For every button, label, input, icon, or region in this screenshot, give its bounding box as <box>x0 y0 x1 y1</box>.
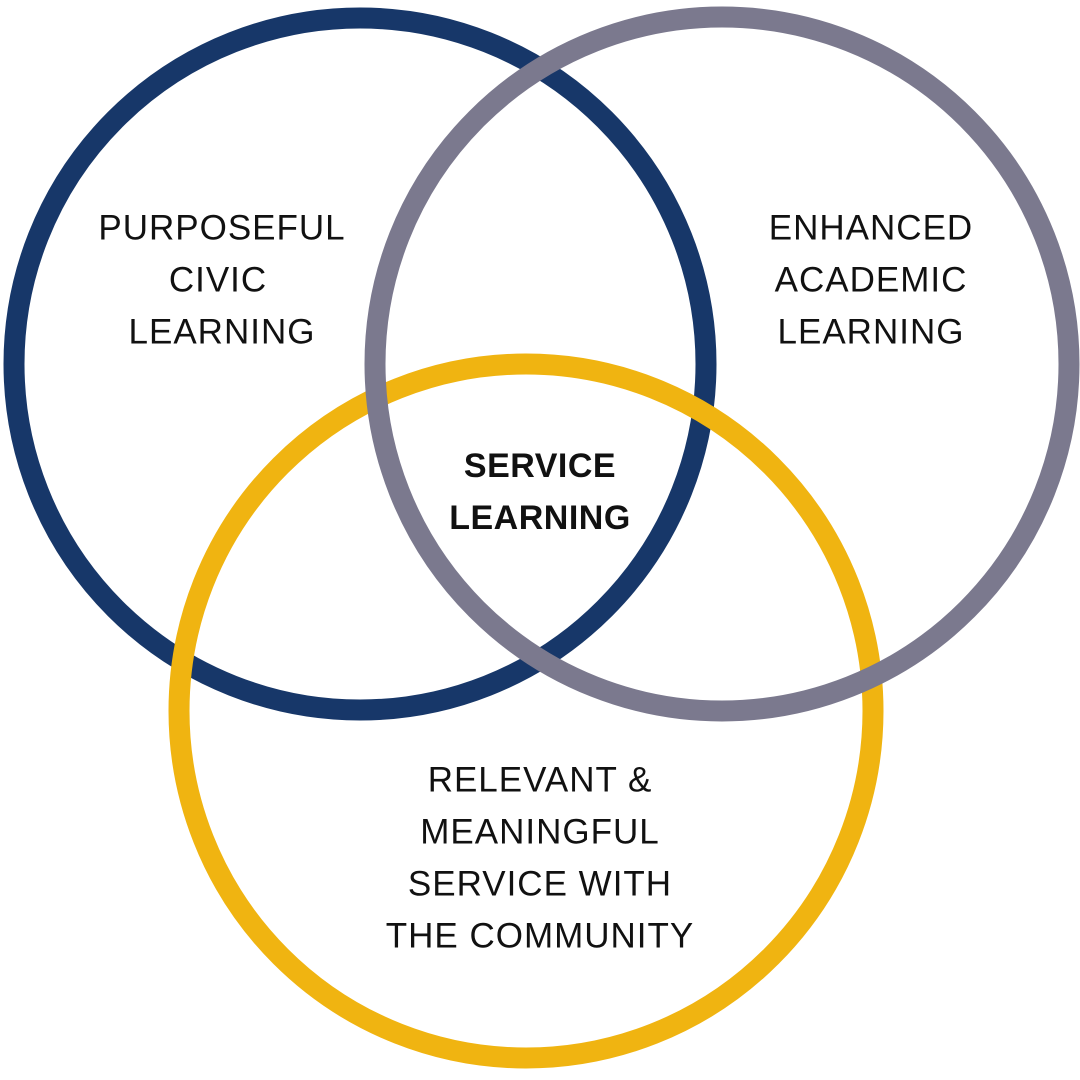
academic-label-line: ACADEMIC <box>775 261 968 300</box>
civic-label-line: CIVIC <box>169 261 267 300</box>
community-label-line: RELEVANT & <box>428 761 653 800</box>
center-label-line: LEARNING <box>449 499 631 537</box>
academic-label-line: LEARNING <box>778 313 965 352</box>
community-service-label: RELEVANT & MEANINGFUL SERVICE WITH THE C… <box>386 761 695 956</box>
academic-label-line: ENHANCED <box>769 209 973 248</box>
civic-label-line: LEARNING <box>129 313 316 352</box>
community-service-circle <box>168 353 884 1069</box>
civic-label-line: PURPOSEFUL <box>98 209 345 248</box>
community-label-line: MEANINGFUL <box>420 813 659 852</box>
civic-learning-circle <box>3 7 717 721</box>
service-learning-center-label: SERVICE LEARNING <box>449 447 631 537</box>
community-label-line: THE COMMUNITY <box>386 917 695 956</box>
academic-learning-circle <box>364 6 1080 722</box>
civic-learning-label: PURPOSEFUL CIVIC LEARNING <box>98 209 345 352</box>
academic-learning-label: ENHANCED ACADEMIC LEARNING <box>769 209 973 352</box>
center-label-line: SERVICE <box>464 447 616 485</box>
community-label-line: SERVICE WITH <box>408 865 672 904</box>
